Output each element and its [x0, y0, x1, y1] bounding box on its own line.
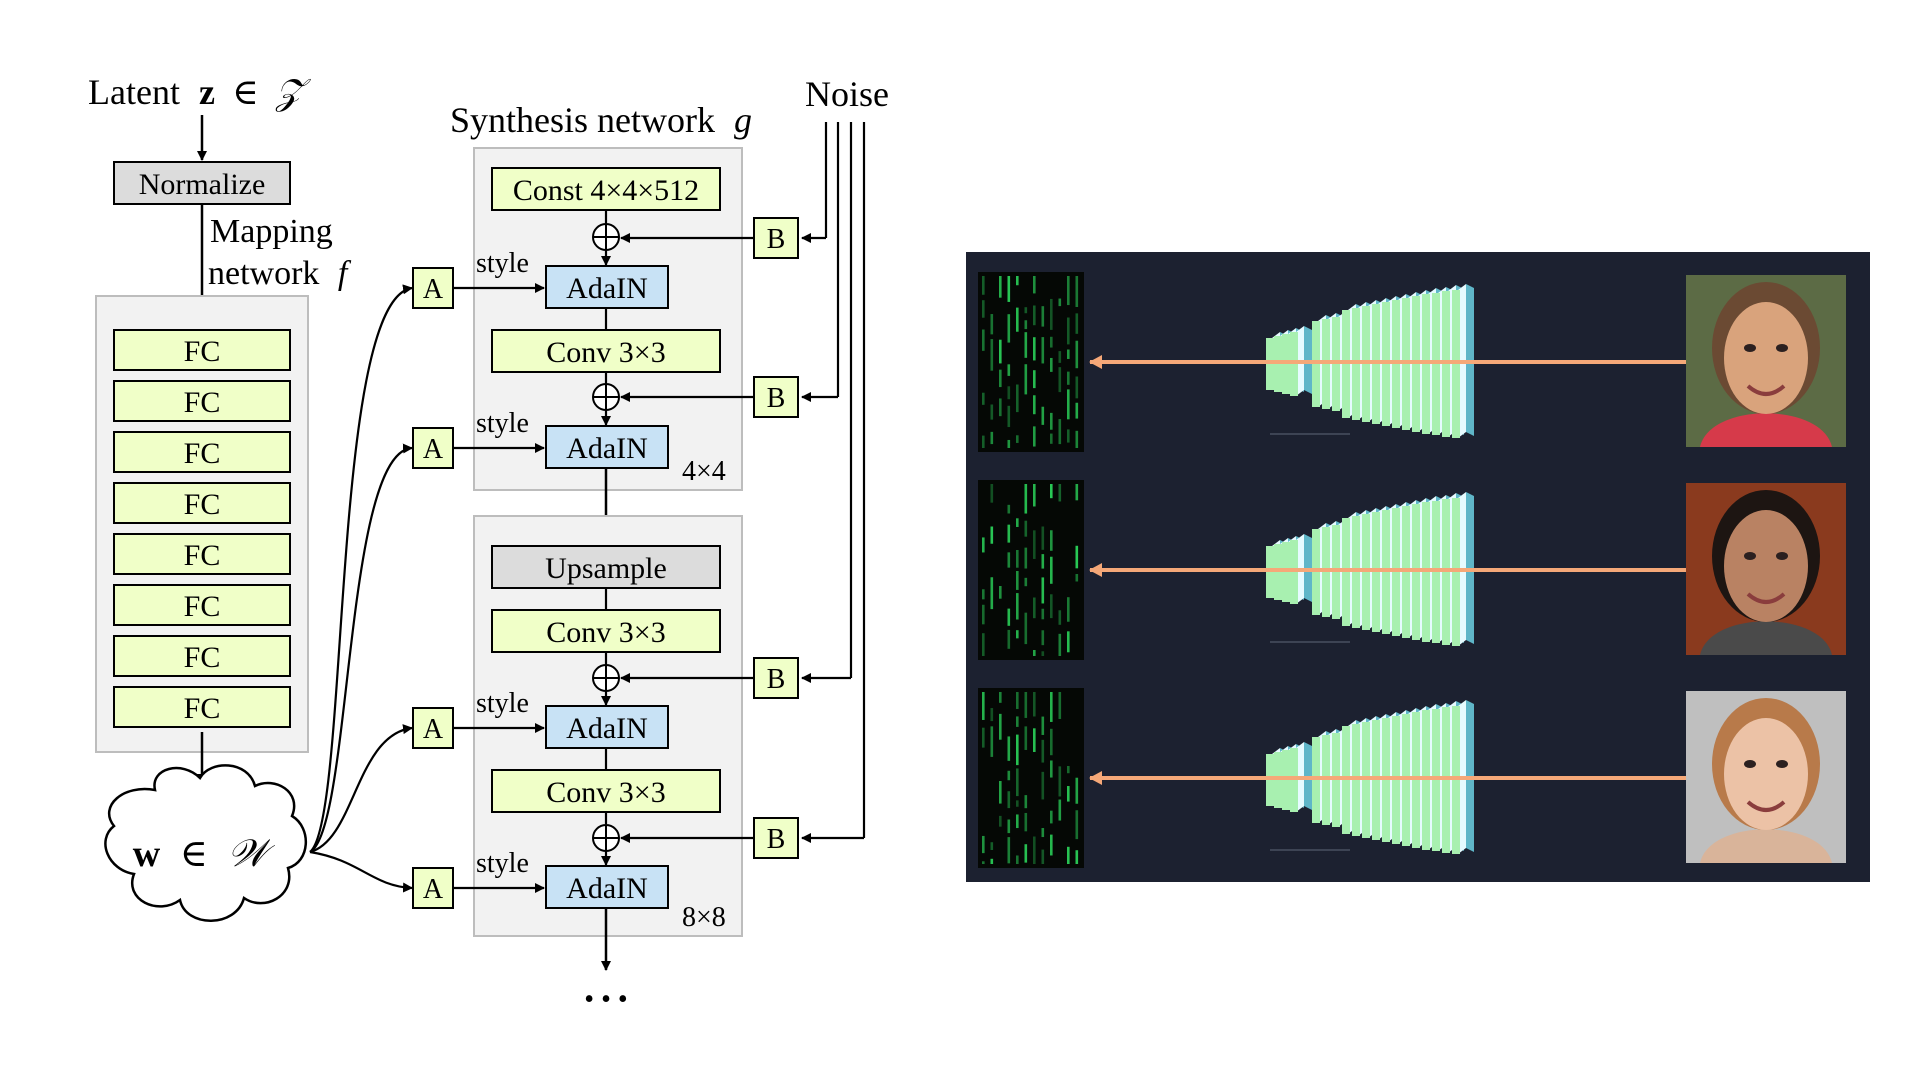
w-label: w ∈ 𝒲	[133, 833, 276, 875]
fc-label-3: FC	[184, 437, 221, 470]
svg-text:B: B	[767, 824, 786, 855]
a-box-3: A	[412, 707, 454, 749]
fc-label-1: FC	[184, 335, 221, 368]
noise-label: Noise	[805, 74, 889, 114]
b-box-2: B	[753, 376, 799, 418]
conv-label-1: Conv 3×3	[546, 336, 665, 369]
fc-label-6: FC	[184, 590, 221, 623]
panel-rows	[978, 272, 1846, 868]
panel-row-3	[978, 688, 1846, 868]
fc-box-5	[113, 533, 291, 575]
svg-text:A: A	[423, 274, 444, 305]
latent-code-tile	[978, 688, 1084, 868]
panel-row-1	[978, 272, 1846, 452]
face-older-woman	[1686, 275, 1846, 447]
mapping-label-line1: Mapping	[210, 213, 333, 250]
adain-label-2: AdaIN	[566, 432, 648, 465]
svg-text:B: B	[767, 664, 786, 695]
fc-box-8	[113, 686, 291, 728]
svg-text:A: A	[423, 714, 444, 745]
style-label-3: style	[476, 688, 529, 719]
conv-label-3: Conv 3×3	[546, 776, 665, 809]
adain-label-3: AdaIN	[566, 712, 648, 745]
a-box-2: A	[412, 427, 454, 469]
fc-label-2: FC	[184, 386, 221, 419]
face-young-woman	[1686, 691, 1846, 863]
face-man-glasses	[1686, 483, 1846, 655]
fc-label-4: FC	[184, 488, 221, 521]
conv-label-2: Conv 3×3	[546, 616, 665, 649]
fc-box-7	[113, 635, 291, 677]
latent-label: Latent z ∈ 𝒵	[88, 72, 312, 112]
fc-label-7: FC	[184, 641, 221, 674]
conv-box-3	[491, 769, 721, 813]
fc-label-5: FC	[184, 539, 221, 572]
svg-text:B: B	[767, 224, 786, 255]
svg-text:A: A	[423, 874, 444, 905]
const-label: Const 4×4×512	[513, 174, 699, 207]
fc-label-8: FC	[184, 692, 221, 725]
a-box-1: A	[412, 267, 454, 309]
adain-box-3	[545, 705, 669, 749]
res-label-4x4: 4×4	[682, 456, 726, 487]
normalize-label: Normalize	[139, 168, 266, 201]
upsample-label: Upsample	[545, 552, 667, 585]
fc-box-1	[113, 329, 291, 371]
mapping-label-line2: network f	[208, 255, 352, 292]
fc-stack: FC FC FC FC FC FC FC FC	[113, 329, 291, 728]
latent-code-tile	[978, 272, 1084, 452]
fc-box-2	[113, 380, 291, 422]
const-box	[491, 167, 721, 211]
ellipsis: • • •	[584, 984, 627, 1015]
fc-box-6	[113, 584, 291, 626]
w-cloud	[104, 764, 308, 922]
b-box-3: B	[753, 657, 799, 699]
conv-box-2	[491, 609, 721, 653]
svg-text:B: B	[767, 383, 786, 414]
style-label-1: style	[476, 248, 529, 279]
synthesis-label: Synthesis network g	[450, 100, 752, 140]
panel-row-2	[978, 480, 1846, 660]
adain-box-1	[545, 265, 669, 309]
b-box-4: B	[753, 817, 799, 859]
style-label-2: style	[476, 408, 529, 439]
res-label-8x8: 8×8	[682, 902, 726, 933]
svg-text:A: A	[423, 434, 444, 465]
latent-code-tile	[978, 480, 1084, 660]
b-box-1: B	[753, 217, 799, 259]
fc-box-3	[113, 431, 291, 473]
fc-box-4	[113, 482, 291, 524]
adain-label-4: AdaIN	[566, 872, 648, 905]
adain-label-1: AdaIN	[566, 272, 648, 305]
style-label-4: style	[476, 848, 529, 879]
a-box-4: A	[412, 867, 454, 909]
